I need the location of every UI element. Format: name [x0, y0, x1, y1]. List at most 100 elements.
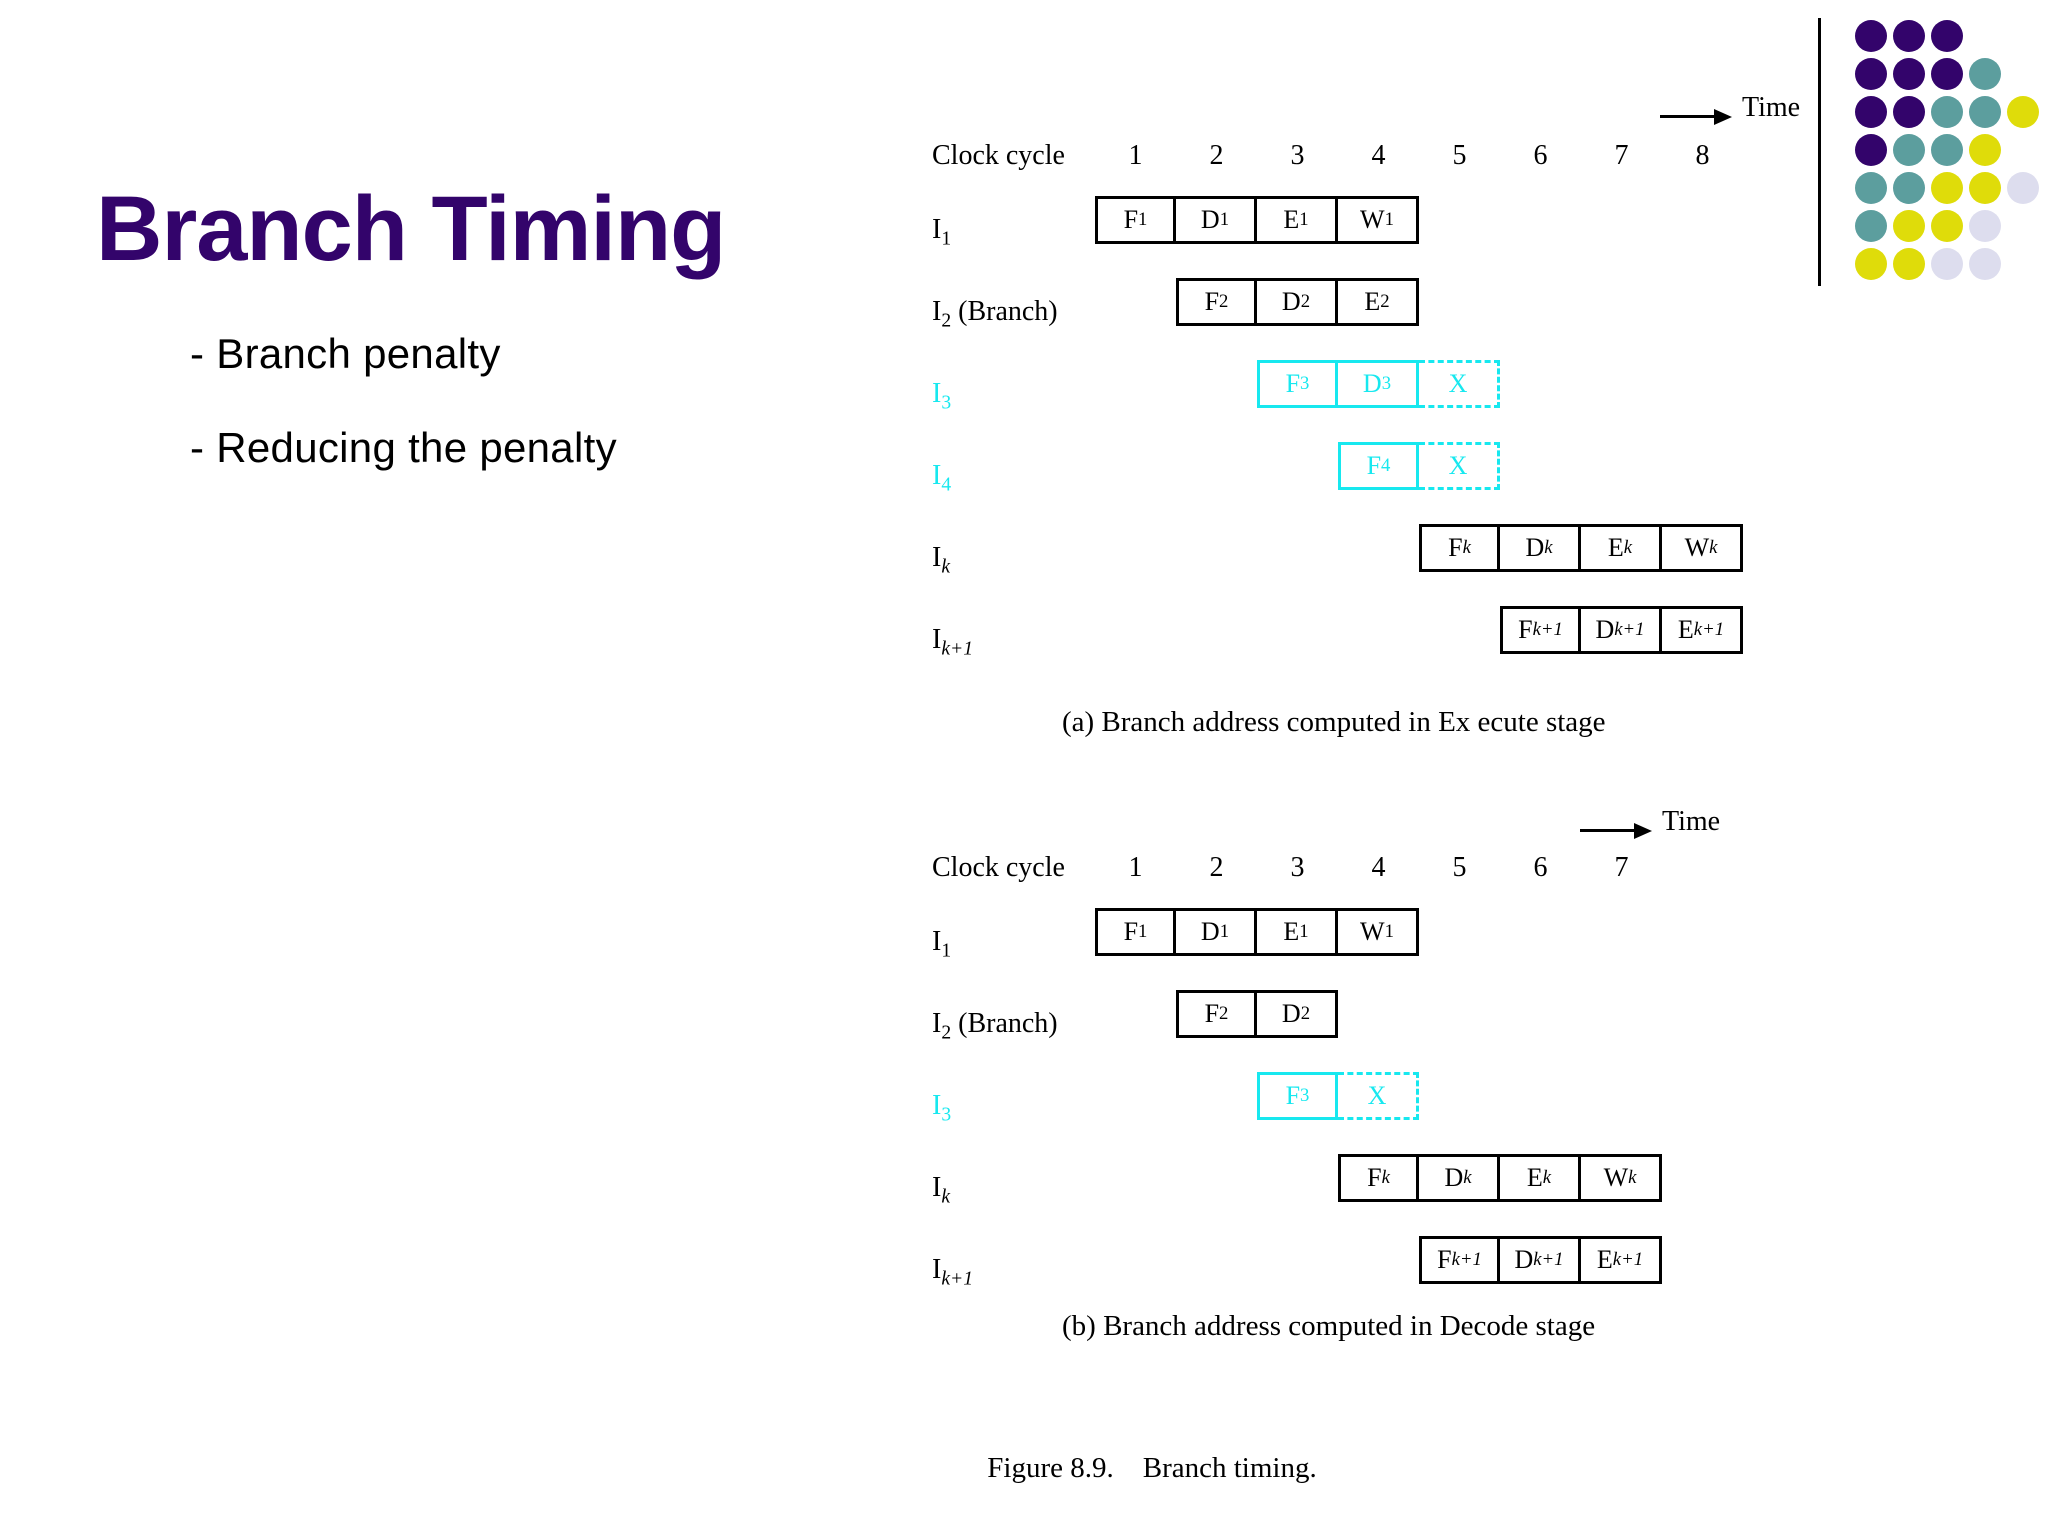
clock-cycle-tick-2: 2 — [1209, 852, 1224, 883]
decor-dot — [1893, 210, 1925, 242]
decor-dot — [1893, 134, 1925, 166]
pipeline-stage-cell: X — [1338, 1072, 1419, 1120]
decor-dot — [1893, 96, 1925, 128]
instruction-row-label: I4 — [932, 460, 952, 496]
slide-decor-vertical-rule — [1818, 18, 1821, 286]
clock-cycle-tick-5: 5 — [1452, 140, 1467, 171]
instruction-row-label: Ik — [932, 1172, 951, 1208]
instruction-row-label: Ik+1 — [932, 624, 974, 660]
clock-cycle-tick-8: 8 — [1695, 140, 1710, 171]
clock-cycle-tick-6: 6 — [1533, 852, 1548, 883]
decorative-dot-grid — [1855, 20, 2039, 282]
instruction-row-label: Ik — [932, 542, 951, 578]
decor-dot — [1969, 172, 2001, 204]
decor-dot — [1931, 172, 1963, 204]
decor-dot — [1893, 172, 1925, 204]
decor-dot — [1931, 58, 1963, 90]
decor-dot — [2007, 96, 2039, 128]
decor-dot — [1931, 20, 1963, 52]
decor-dot — [1893, 20, 1925, 52]
decor-dot — [1931, 96, 1963, 128]
instruction-row-label: I2 (Branch) — [932, 1008, 1058, 1044]
decor-dot — [1931, 210, 1963, 242]
instruction-row-label: I3 — [932, 1090, 952, 1126]
clock-cycle-tick-3: 3 — [1290, 140, 1305, 171]
clock-cycle-tick-5: 5 — [1452, 852, 1467, 883]
bullet-item-reducing-the-penalty: - Reducing the penalty — [190, 424, 617, 471]
instruction-row-label: I3 — [932, 378, 952, 414]
pipeline-stage-cell: X — [1419, 360, 1500, 408]
decor-dot — [1855, 248, 1887, 280]
decor-dot — [1969, 210, 2001, 242]
decor-dot — [2007, 172, 2039, 204]
decor-dot — [1855, 172, 1887, 204]
clock-cycle-tick-7: 7 — [1614, 852, 1629, 883]
clock-cycle-label: Clock cycle — [932, 140, 1065, 171]
clock-cycle-tick-4: 4 — [1371, 852, 1386, 883]
decor-dot — [1931, 134, 1963, 166]
time-axis-label: Time — [1742, 92, 1801, 123]
decor-dot — [1931, 248, 1963, 280]
instruction-row-label: I2 (Branch) — [932, 296, 1058, 332]
clock-cycle-tick-1: 1 — [1128, 140, 1143, 171]
instruction-row-label: Ik+1 — [932, 1254, 974, 1290]
pipeline-stage-cell: X — [1419, 442, 1500, 490]
clock-cycle-tick-1: 1 — [1128, 852, 1143, 883]
clock-cycle-tick-2: 2 — [1209, 140, 1224, 171]
decor-dot — [1893, 248, 1925, 280]
clock-cycle-tick-3: 3 — [1290, 852, 1305, 883]
bullet-item-branch-penalty: - Branch penalty — [190, 330, 501, 377]
decor-dot — [1855, 96, 1887, 128]
decor-dot — [1969, 96, 2001, 128]
time-axis-label: Time — [1662, 806, 1721, 837]
clock-cycle-label: Clock cycle — [932, 852, 1065, 883]
decor-dot — [1969, 134, 2001, 166]
clock-cycle-tick-7: 7 — [1614, 140, 1629, 171]
clock-cycle-tick-4: 4 — [1371, 140, 1386, 171]
decor-dot — [1855, 58, 1887, 90]
decor-dot — [1969, 58, 2001, 90]
decor-dot — [1969, 248, 2001, 280]
decor-dot — [1855, 134, 1887, 166]
figure-caption: Figure 8.9. Branch timing. — [987, 1452, 1317, 1484]
diagram-caption: (b) Branch address computed in Decode st… — [1062, 1310, 1596, 1342]
clock-cycle-tick-6: 6 — [1533, 140, 1548, 171]
